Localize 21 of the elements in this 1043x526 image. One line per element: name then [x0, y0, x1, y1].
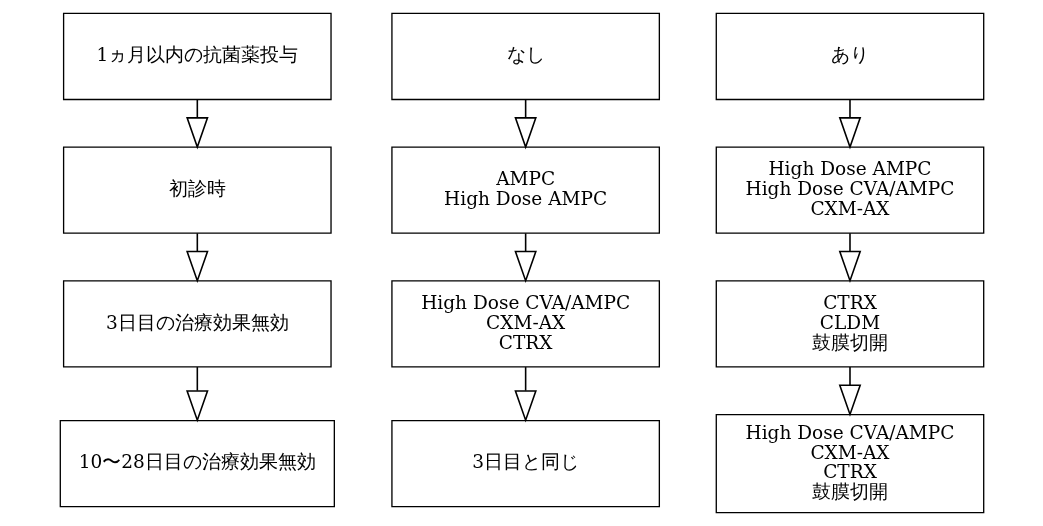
arrow — [185, 232, 209, 284]
arrow — [838, 98, 861, 150]
arrow — [513, 98, 537, 150]
node-box: 1ヵ月以内の抗菌薬投与 — [62, 12, 332, 101]
node-box: CTRX CLDM 鼓膜切開 — [715, 280, 984, 368]
arrow — [185, 366, 209, 423]
node-box: High Dose CVA/AMPC CXM-AX CTRX 鼓膜切開 — [715, 413, 984, 514]
arrow — [513, 232, 537, 284]
node-box: High Dose AMPC High Dose CVA/AMPC CXM-AX — [715, 146, 984, 234]
arrow — [185, 98, 209, 150]
node-box: なし — [390, 12, 660, 101]
node-box: 10〜28日目の治療効果無効 — [59, 419, 335, 508]
arrow — [513, 366, 537, 423]
arrow — [838, 366, 861, 417]
node-box: 3日目の治療効果無効 — [62, 280, 332, 368]
node-box: あり — [715, 12, 984, 101]
node-box: 初診時 — [62, 146, 332, 234]
node-box: High Dose CVA/AMPC CXM-AX CTRX — [390, 280, 660, 368]
node-box: 3日目と同じ — [390, 419, 660, 508]
arrow — [838, 232, 861, 284]
node-box: AMPC High Dose AMPC — [390, 146, 660, 234]
